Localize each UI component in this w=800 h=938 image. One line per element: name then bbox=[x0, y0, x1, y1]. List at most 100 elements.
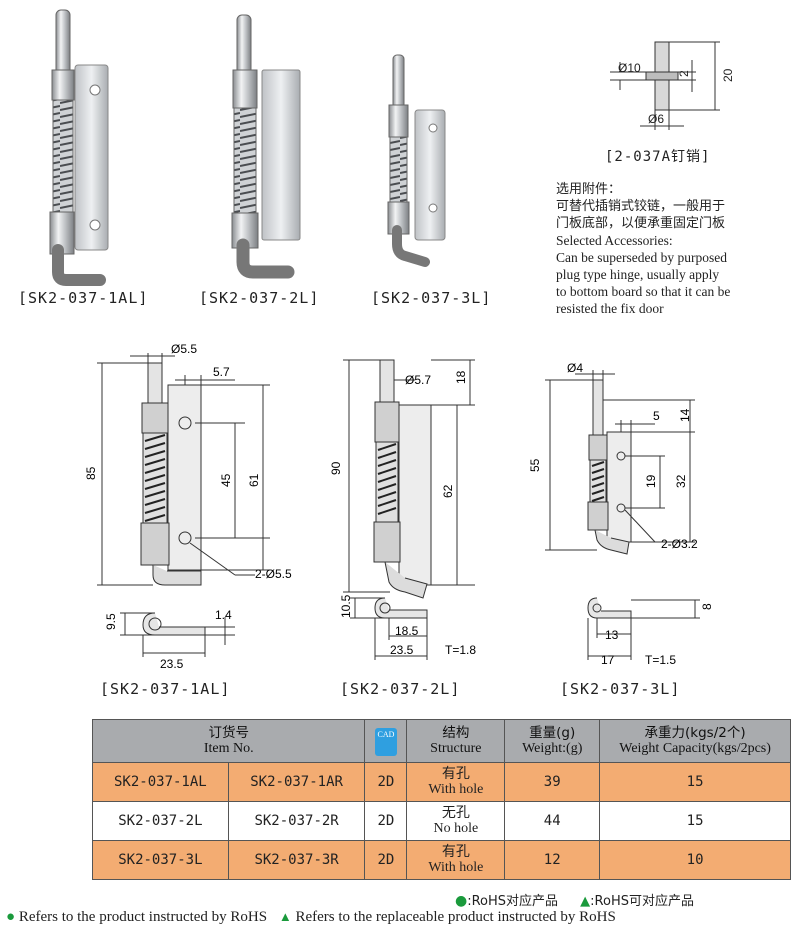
dim-pin-dia: Ø5.7 bbox=[405, 373, 431, 387]
header-weight-en: Weight:(g) bbox=[522, 741, 583, 756]
dim-side-17: 17 bbox=[601, 653, 615, 667]
legend-zh-triangle: :RoHS可对应产品 bbox=[590, 894, 694, 909]
cad-icon: CAD bbox=[374, 728, 397, 756]
weight-cell: 39 bbox=[504, 762, 601, 802]
dim-side-23-5: 23.5 bbox=[390, 643, 414, 657]
header-item-en: Item No. bbox=[203, 741, 254, 756]
dim-height-14: 14 bbox=[678, 408, 692, 422]
dim-holes: 2-Ø3.2 bbox=[661, 537, 698, 551]
structure-zh: 有孔 bbox=[441, 844, 470, 860]
cad-icon-label: CAD bbox=[377, 730, 395, 739]
dim-side-1-4: 1.4 bbox=[215, 608, 232, 622]
cad-cell[interactable]: 2D bbox=[364, 840, 408, 880]
dim-height-90: 90 bbox=[329, 461, 343, 475]
dim-side-8: 8 bbox=[700, 603, 714, 610]
accessory-pin-drawing: Ø10 2 20 Ø6 bbox=[610, 41, 735, 130]
accessory-en-line: Can be superseded by purposed bbox=[556, 250, 727, 265]
accessory-en-line: to bottom board so that it can be bbox=[556, 284, 731, 299]
accessory-zh-line: 可替代插销式铰链，一般用于 bbox=[556, 199, 726, 214]
dim-side-18-5: 18.5 bbox=[395, 624, 419, 638]
capacity-cell: 10 bbox=[599, 840, 791, 880]
rohs-triangle-icon: ▲ bbox=[580, 894, 591, 909]
structure-en: With hole bbox=[428, 860, 484, 875]
accessory-en-line: Selected Accessories: bbox=[556, 233, 673, 248]
dim-side-9-5: 9.5 bbox=[104, 613, 118, 630]
dim-pin-dia: Ø4 bbox=[567, 361, 583, 375]
accessory-description: 选用附件： 可替代插销式铰链，一般用于 门板底部，以便承重固定门板 Select… bbox=[556, 181, 796, 317]
header-structure-en: Structure bbox=[430, 741, 482, 756]
structure-en: With hole bbox=[428, 782, 484, 797]
header-capacity: 承重力(kgs/2个) Weight Capacity(kgs/2pcs) bbox=[599, 719, 791, 763]
accessory-label: [2-037A钉销] bbox=[605, 149, 711, 165]
item-left[interactable]: SK2-037-2L bbox=[92, 801, 229, 841]
photo-label-1al: [SK2-037-1AL] bbox=[18, 289, 149, 307]
drawing-label-2l: [SK2-037-2L] bbox=[340, 680, 461, 698]
weight-cell: 44 bbox=[504, 801, 601, 841]
item-right[interactable]: SK2-037-1AR bbox=[227, 762, 366, 802]
capacity-cell: 15 bbox=[599, 801, 791, 841]
dim-h2: 2 bbox=[677, 70, 691, 77]
dim-height-45: 45 bbox=[219, 473, 233, 487]
dim-height-55: 55 bbox=[528, 458, 542, 472]
photo-sk2-037-1al bbox=[49, 9, 109, 286]
table-header-row: 订货号 Item No. CAD 结构 Structure 重量(g) Weig… bbox=[91, 719, 791, 763]
rohs-circle-icon: ● bbox=[6, 909, 16, 925]
accessory-zh-line: 门板底部，以便承重固定门板 bbox=[556, 216, 726, 231]
structure-cell: 有孔 With hole bbox=[406, 762, 506, 802]
header-item-zh: 订货号 bbox=[208, 725, 249, 741]
spec-table: 订货号 Item No. CAD 结构 Structure 重量(g) Weig… bbox=[91, 719, 791, 880]
dim-d6: Ø6 bbox=[648, 112, 664, 126]
structure-en: No hole bbox=[433, 821, 479, 836]
dim-side-13: 13 bbox=[605, 628, 619, 642]
dim-height-19: 19 bbox=[644, 474, 658, 488]
structure-zh: 有孔 bbox=[441, 766, 470, 782]
item-right[interactable]: SK2-037-3R bbox=[227, 840, 366, 880]
table-row: SK2-037-2L SK2-037-2R 2D 无孔 No hole 44 1… bbox=[92, 801, 791, 841]
weight-cell: 12 bbox=[504, 840, 601, 880]
legend-en: ● Refers to the product instructed by Ro… bbox=[6, 909, 616, 926]
header-capacity-zh: 承重力(kgs/2个) bbox=[644, 725, 746, 741]
drawing-label-3l: [SK2-037-3L] bbox=[560, 680, 681, 698]
structure-zh: 无孔 bbox=[441, 805, 470, 821]
header-weight-zh: 重量(g) bbox=[529, 725, 576, 741]
dim-height-32: 32 bbox=[674, 474, 688, 488]
legend-zh: ●:RoHS对应产品 ▲:RoHS可对应产品 bbox=[455, 890, 694, 909]
item-left[interactable]: SK2-037-1AL bbox=[92, 762, 229, 802]
dim-height-18: 18 bbox=[454, 370, 468, 384]
dim-height-61: 61 bbox=[247, 473, 261, 487]
dim-thickness: T=1.5 bbox=[645, 653, 676, 667]
cad-cell[interactable]: 2D bbox=[364, 801, 408, 841]
photo-label-3l: [SK2-037-3L] bbox=[371, 289, 492, 307]
dim-pin-dia: Ø5.5 bbox=[171, 342, 197, 356]
dim-width-5: 5 bbox=[653, 409, 660, 423]
structure-cell: 无孔 No hole bbox=[406, 801, 506, 841]
header-weight: 重量(g) Weight:(g) bbox=[504, 719, 601, 763]
legend-zh-circle: :RoHS对应产品 bbox=[467, 894, 559, 909]
header-capacity-en: Weight Capacity(kgs/2pcs) bbox=[619, 741, 771, 756]
table-row: SK2-037-1AL SK2-037-1AR 2D 有孔 With hole … bbox=[92, 762, 791, 802]
product-photos bbox=[49, 9, 446, 286]
accessory-zh-line: 选用附件： bbox=[556, 182, 622, 197]
photo-sk2-037-2l bbox=[231, 14, 301, 279]
drawing-sk2-037-3l: Ø4 5 14 55 19 32 2-Ø3.2 8 13 17 T=1.5 bbox=[528, 361, 714, 667]
photo-label-2l: [SK2-037-2L] bbox=[199, 289, 320, 307]
dim-holes: 2-Ø5.5 bbox=[255, 567, 292, 581]
cad-cell[interactable]: 2D bbox=[364, 762, 408, 802]
capacity-cell: 15 bbox=[599, 762, 791, 802]
dim-width: 5.7 bbox=[213, 365, 230, 379]
item-left[interactable]: SK2-037-3L bbox=[92, 840, 229, 880]
dim-side-10-5: 10.5 bbox=[339, 594, 353, 618]
legend-en-triangle: Refers to the replaceable product instru… bbox=[295, 909, 616, 925]
dim-d10: Ø10 bbox=[618, 61, 641, 75]
item-right[interactable]: SK2-037-2R bbox=[227, 801, 366, 841]
accessory-en-line: plug type hinge, usually apply bbox=[556, 267, 720, 282]
drawing-label-1al: [SK2-037-1AL] bbox=[100, 680, 231, 698]
rohs-circle-icon: ● bbox=[455, 893, 468, 909]
accessory-en-line: resisted the fix door bbox=[556, 301, 664, 316]
dim-h20: 20 bbox=[721, 68, 735, 82]
photo-sk2-037-3l bbox=[387, 54, 446, 267]
legend-en-circle: Refers to the product instructed by RoHS bbox=[18, 909, 268, 925]
header-structure-zh: 结构 bbox=[442, 725, 470, 741]
structure-cell: 有孔 With hole bbox=[406, 840, 506, 880]
table-row: SK2-037-3L SK2-037-3R 2D 有孔 With hole 12… bbox=[92, 840, 791, 880]
